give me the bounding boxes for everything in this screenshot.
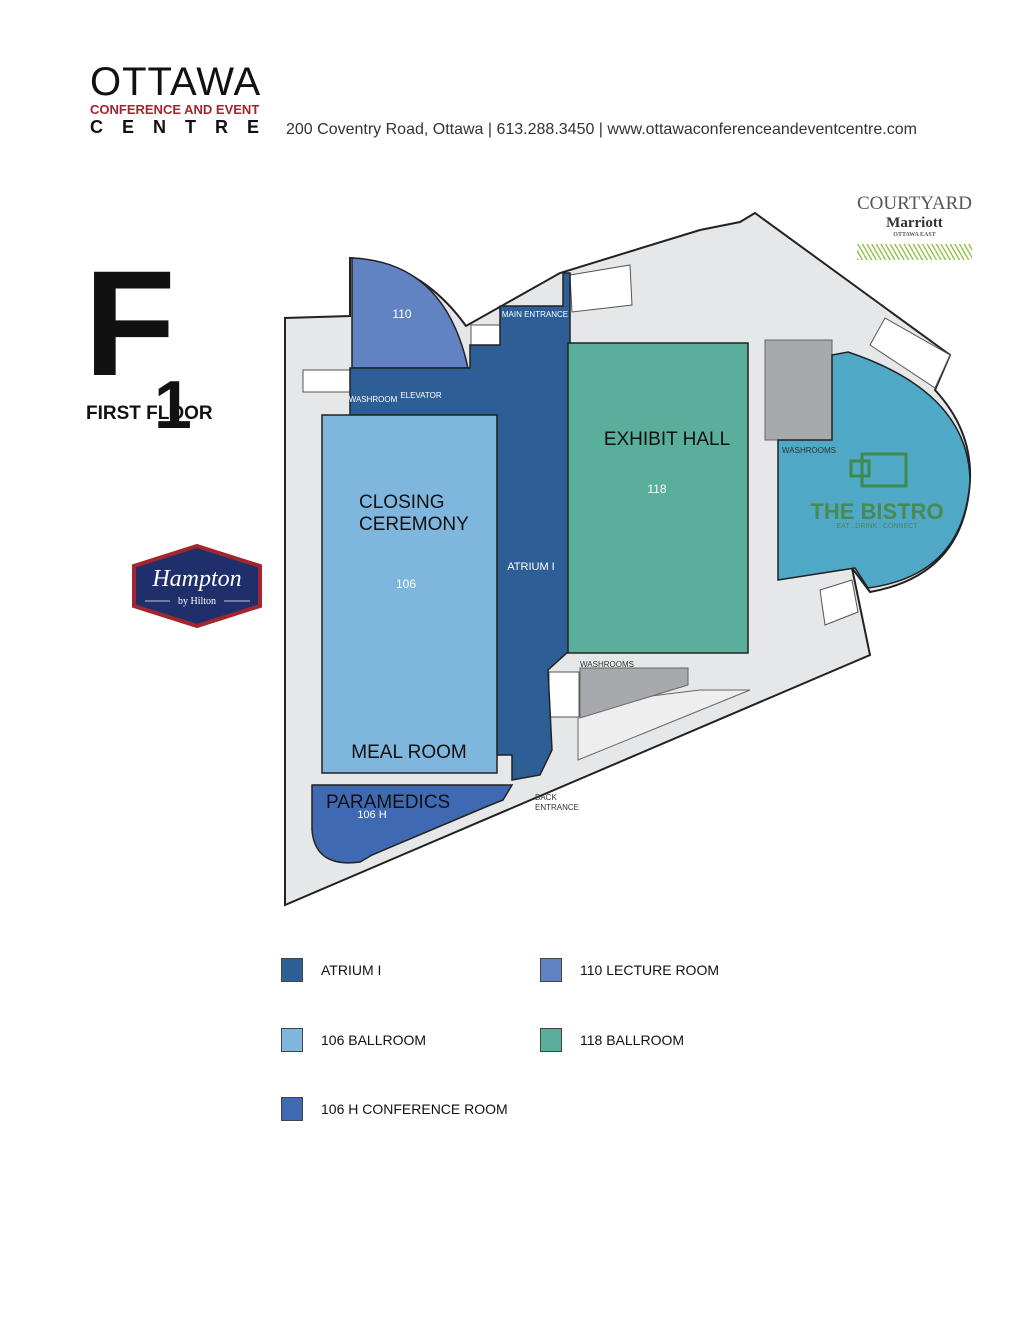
legend-swatch: [281, 958, 303, 982]
label-closing: CLOSING: [359, 492, 445, 513]
legend-item-110: 110 LECTURE ROOM: [540, 958, 719, 982]
label-106: 106: [396, 577, 416, 591]
legend-swatch: [540, 1028, 562, 1052]
legend-item-atrium: ATRIUM I: [281, 958, 381, 982]
label-washrooms-bottom: WASHROOMS: [580, 660, 634, 669]
legend-label: 110 LECTURE ROOM: [580, 962, 719, 978]
legend-item-106: 106 BALLROOM: [281, 1028, 426, 1052]
label-washrooms-bistro: WASHROOMS: [782, 446, 836, 455]
label-back: BACK: [535, 793, 557, 802]
room-106-ballroom: [321, 414, 498, 774]
legend-label: ATRIUM I: [321, 962, 382, 978]
hampton-logo: Hampton by Hilton: [132, 543, 262, 629]
label-atrium: ATRIUM I: [507, 561, 554, 573]
marriott-text: Marriott: [886, 215, 943, 231]
legend-label: 106 BALLROOM: [321, 1032, 427, 1048]
label-exhibit-hall: EXHIBIT HALL: [604, 429, 730, 450]
label-bistro: THE BISTRO: [810, 499, 943, 524]
ottawa-east-text: OTTAWA EAST: [893, 232, 936, 238]
floor-label: FIRST FLOOR: [86, 403, 213, 424]
logo-centre: CENTRE: [90, 117, 279, 137]
label-106h: 106 H: [357, 809, 386, 821]
room-110-lecture: [351, 257, 469, 369]
legend-swatch: [540, 958, 562, 982]
hampton-text: Hampton: [151, 566, 241, 592]
legend-swatch: [281, 1097, 303, 1121]
washrooms-bistro-area: [764, 339, 833, 441]
room-106h-conference: [311, 784, 514, 864]
label-main-entrance: MAIN ENTRANCE: [502, 310, 568, 319]
label-118: 118: [647, 482, 666, 496]
label-110: 110: [392, 307, 411, 321]
label-meal-room: MEAL ROOM: [351, 742, 466, 763]
floor-letter: F: [84, 239, 176, 407]
contact-info: 200 Coventry Road, Ottawa | 613.288.3450…: [286, 121, 917, 138]
washrooms-bottom-area: [579, 667, 689, 719]
room-118-ballroom: [567, 342, 749, 654]
label-paramedics: PARAMEDICS: [326, 792, 450, 813]
label-bistro-tagline: EAT . DRINK . CONNECT: [836, 523, 918, 530]
logo-ottawa: OTTAWA: [90, 60, 262, 104]
label-entrance: ENTRANCE: [535, 803, 579, 812]
legend-swatch: [281, 1028, 303, 1052]
corridor-bottom: [577, 689, 751, 761]
label-washroom: WASHROOM: [349, 395, 398, 404]
courtyard-marriott-logo: COURTYARD Marriott OTTAWA EAST: [852, 193, 977, 260]
label-elevator: ELEVATOR: [400, 391, 442, 400]
stripes-decoration: [857, 244, 972, 260]
logo-subtitle: CONFERENCE AND EVENT: [90, 102, 260, 117]
label-ceremony: CEREMONY: [359, 514, 469, 535]
bistro-logo-icon: [849, 452, 908, 488]
by-hilton-text: by Hilton: [178, 596, 216, 607]
legend-label: 118 BALLROOM: [580, 1032, 685, 1048]
the-bistro: [777, 351, 971, 589]
legend-item-106h: 106 H CONFERENCE ROOM: [281, 1097, 508, 1121]
courtyard-text: COURTYARD: [857, 193, 972, 214]
legend-label: 106 H CONFERENCE ROOM: [321, 1101, 508, 1117]
legend-item-118: 118 BALLROOM: [540, 1028, 684, 1052]
